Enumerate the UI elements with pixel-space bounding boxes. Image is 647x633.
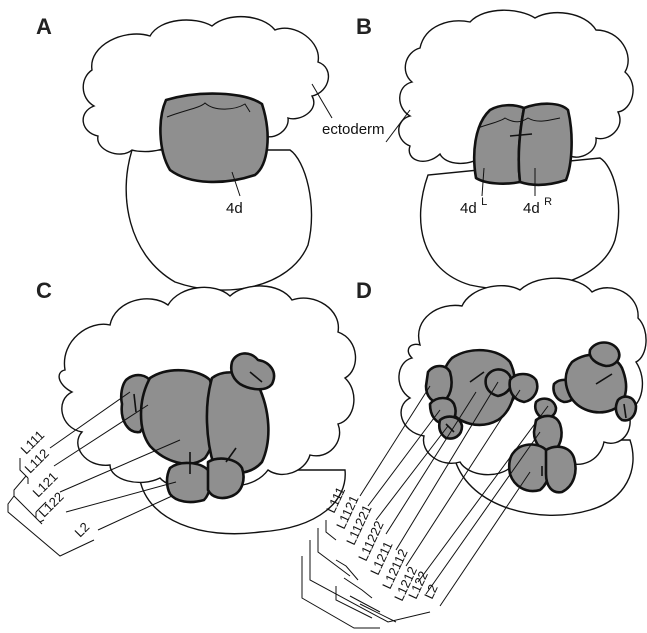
panel-d-pointer-3 (376, 426, 448, 520)
panel-d-cell-lower-right (546, 447, 576, 493)
panel-d-cell-bridge-2 (510, 374, 538, 402)
panel-b-4d-right-cell (519, 104, 572, 185)
panel-a: A 4d ectoderm (36, 14, 385, 290)
panel-b-4dl-sup: L (481, 196, 487, 208)
panel-b-4dr-sup: R (544, 196, 552, 208)
panel-b-4dl-base: 4d (460, 200, 477, 217)
panel-a-4d-cell (160, 94, 267, 182)
panel-d-pointer-1 (360, 386, 430, 496)
panel-c-lineage-l2: L2 (72, 519, 93, 540)
panel-c: C L111 L112 L121 L122 L2 (8, 278, 355, 556)
panel-d-cell-bridge-1 (486, 369, 512, 396)
panel-a-letter: A (36, 14, 52, 39)
panel-a-ectoderm-label: ectoderm (322, 121, 385, 138)
panel-d-letter: D (356, 278, 372, 303)
panel-c-cell-bottom-right (208, 459, 244, 498)
panel-c-cell-large-center (141, 370, 215, 464)
panel-d: D L111 (302, 278, 646, 628)
panel-a-4d-label: 4d (226, 200, 243, 217)
panel-b: B 4d L 4d R (356, 10, 633, 290)
panel-c-letter: C (36, 278, 52, 303)
panel-b-4dr-base: 4d (523, 200, 540, 217)
panel-d-cell-left-small-1 (426, 366, 452, 402)
panel-b-letter: B (356, 14, 372, 39)
